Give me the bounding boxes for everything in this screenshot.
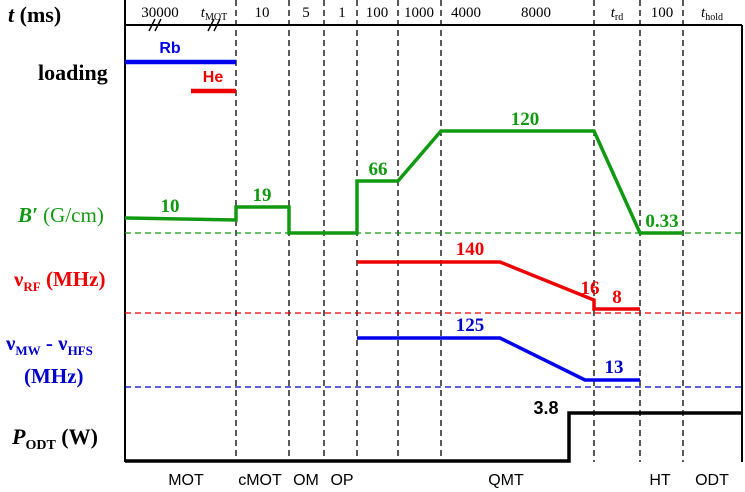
duration-label: tMOT bbox=[201, 5, 227, 23]
phase-labels: MOT cMOT OM OP QMT HT ODT bbox=[168, 472, 729, 489]
time-unit: (ms) bbox=[14, 2, 61, 27]
phase-label-odt: ODT bbox=[695, 472, 729, 489]
axis-break-mark bbox=[148, 18, 156, 32]
phase-label-cmot: cMOT bbox=[238, 472, 282, 489]
rb-label: Rb bbox=[159, 40, 181, 57]
gradient-values: 10 19 66 120 0.33 bbox=[161, 109, 679, 232]
mw-subscript: MW bbox=[15, 343, 40, 358]
frame bbox=[124, 0, 743, 462]
rf-value: 8 bbox=[612, 287, 622, 308]
duration-label: 100 bbox=[366, 5, 389, 21]
duration-symbol: t bbox=[201, 5, 206, 21]
rf-value: 16 bbox=[581, 278, 600, 299]
rf-label: νRF (MHz) bbox=[13, 267, 105, 294]
mw-label: νMW - νHFS bbox=[5, 331, 93, 358]
duration-label: 4000 bbox=[451, 5, 481, 21]
rf-symbol: ν bbox=[13, 267, 24, 291]
mw-values: 125 13 bbox=[456, 315, 624, 378]
duration-label: 1 bbox=[338, 5, 346, 21]
time-symbol: t bbox=[8, 2, 15, 27]
duration-subscript: rd bbox=[615, 12, 623, 23]
axis-break-mark bbox=[213, 18, 221, 32]
mw-value: 13 bbox=[605, 357, 624, 378]
duration-symbol: t bbox=[611, 5, 616, 21]
gradient-value: 19 bbox=[253, 185, 272, 206]
odt-label: PODT (W) bbox=[11, 424, 98, 453]
duration-subscript: MOT bbox=[205, 12, 227, 23]
mw-value: 125 bbox=[456, 315, 485, 336]
mw-unit: (MHz) bbox=[24, 364, 83, 388]
duration-label: 1000 bbox=[404, 5, 434, 21]
axis-break-marks bbox=[148, 18, 221, 32]
duration-label: thold bbox=[701, 5, 723, 23]
rf-value: 140 bbox=[456, 239, 485, 260]
rf-unit: (MHz) bbox=[41, 267, 106, 291]
duration-symbol: t bbox=[701, 5, 706, 21]
gradient-trace bbox=[124, 129, 683, 235]
axis-break-mark bbox=[154, 18, 162, 32]
gradient-value: 10 bbox=[161, 196, 180, 217]
rf-values: 140 16 8 bbox=[456, 239, 622, 308]
phase-label-qmt: QMT bbox=[488, 472, 524, 489]
odt-unit: (W) bbox=[56, 424, 98, 449]
phase-dividers bbox=[235, 0, 684, 462]
rf-trace bbox=[357, 260, 640, 311]
mw-trace bbox=[357, 336, 640, 382]
duration-label: 5 bbox=[302, 5, 310, 21]
odt-value: 3.8 bbox=[533, 398, 558, 418]
gradient-value: 0.33 bbox=[645, 211, 678, 232]
gradient-value: 66 bbox=[369, 159, 388, 180]
mw-symbol: ν bbox=[5, 331, 16, 355]
duration-subscript: hold bbox=[705, 12, 723, 23]
phase-label-ht: HT bbox=[649, 472, 671, 489]
axis-break-mark bbox=[207, 18, 215, 32]
odt-symbol: P bbox=[11, 424, 26, 449]
gradient-symbol: B′ bbox=[17, 203, 38, 227]
duration-labels: 30000 tMOT 10 5 1 100 1000 4000 8000 trd… bbox=[141, 5, 723, 23]
phase-label-mot: MOT bbox=[168, 472, 204, 489]
phase-label-op: OP bbox=[330, 472, 353, 489]
gradient-unit: (G/cm) bbox=[38, 203, 104, 227]
odt-subscript: ODT bbox=[25, 438, 56, 453]
time-axis-label: t (ms) bbox=[8, 2, 61, 27]
odt-trace bbox=[125, 411, 742, 463]
gradient-label: B′ (G/cm) bbox=[17, 203, 104, 227]
rf-subscript: RF bbox=[23, 279, 40, 294]
loading-label: loading bbox=[38, 60, 108, 85]
phase-label-om: OM bbox=[293, 472, 319, 489]
gradient-value: 120 bbox=[511, 109, 540, 130]
duration-label: 10 bbox=[255, 5, 270, 21]
duration-label: trd bbox=[611, 5, 624, 23]
hfs-subscript: HFS bbox=[68, 343, 93, 358]
duration-label: 8000 bbox=[521, 5, 551, 21]
he-label: He bbox=[203, 69, 224, 86]
mw-separator: - ν bbox=[41, 331, 68, 355]
duration-label: 30000 bbox=[141, 5, 179, 21]
duration-label: 100 bbox=[651, 5, 674, 21]
